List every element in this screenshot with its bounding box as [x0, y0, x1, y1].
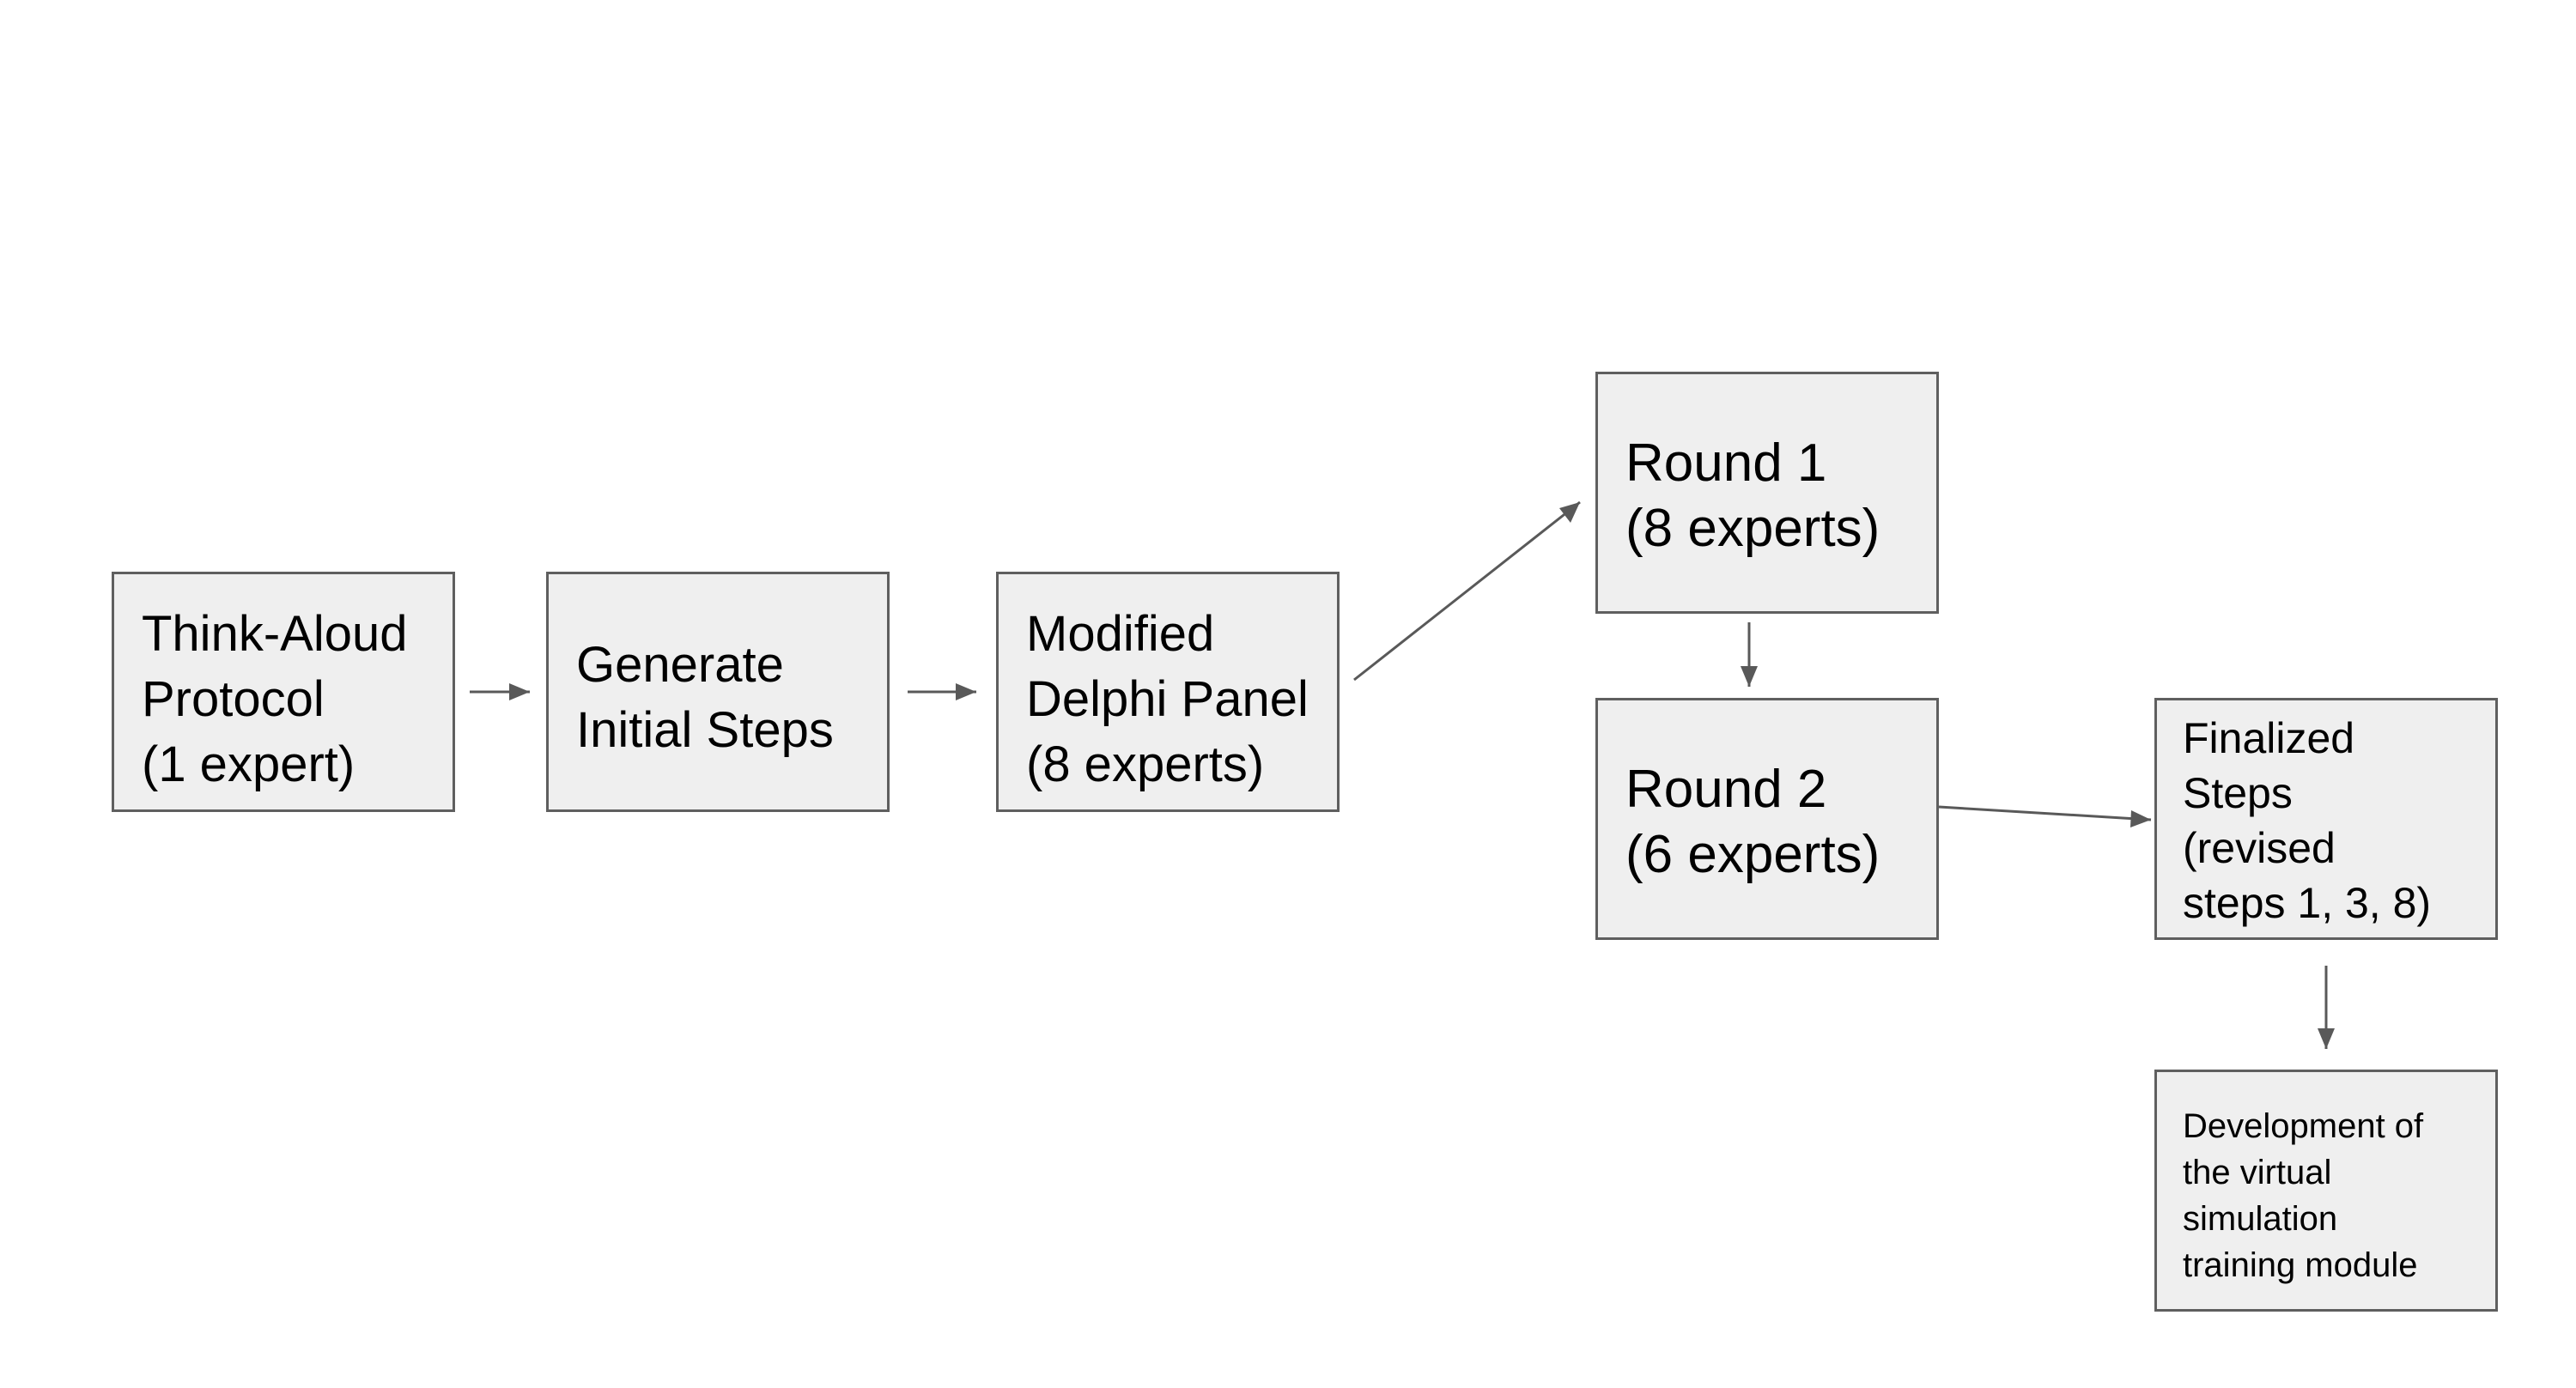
node-label-line: (8 experts) [1625, 499, 1880, 558]
node-modified-delphi-panel: Modified Delphi Panel (8 experts) [996, 572, 1340, 812]
node-think-aloud-protocol: Think-Aloud Protocol (1 expert) [112, 572, 455, 812]
node-label-line: Generate [576, 637, 784, 693]
arrowhead-round2-to-finalized [2130, 810, 2151, 827]
node-label-line: Initial Steps [576, 702, 834, 758]
node-label-line: Delphi Panel [1026, 671, 1309, 727]
node-label-line: Steps [2183, 769, 2293, 817]
node-label-line: steps 1, 3, 8) [2183, 879, 2432, 927]
node-label-line: (8 experts) [1026, 736, 1265, 792]
node-label-line: the virtual [2183, 1154, 2332, 1191]
node-label-line: (6 experts) [1625, 825, 1880, 884]
node-label-line: training module [2183, 1246, 2418, 1284]
node-label-line: Round 1 [1625, 433, 1827, 493]
arrowhead-delphi-to-round1 [1559, 502, 1580, 523]
arrow-round2-to-finalized [1938, 805, 2152, 821]
node-finalized-steps: Finalized Steps (revised steps 1, 3, 8) [2154, 698, 2498, 940]
node-round-1: Round 1 (8 experts) [1595, 372, 1939, 614]
node-label-line: (revised [2183, 824, 2336, 872]
node-label-line: Think-Aloud [142, 606, 408, 662]
node-round-2: Round 2 (6 experts) [1595, 698, 1939, 940]
node-label-line: Development of [2183, 1107, 2424, 1145]
arrowhead-generate-to-delphi [956, 683, 976, 700]
arrowhead-think-aloud-to-generate [509, 683, 530, 700]
node-label-line: Protocol [142, 671, 325, 727]
arrowhead-finalized-to-development [2318, 1028, 2335, 1049]
arrow-delphi-to-round1 [1353, 500, 1581, 682]
node-label-line: Finalized [2183, 714, 2355, 762]
arrowhead-round1-to-round2 [1741, 666, 1758, 687]
node-development-training-module: Development of the virtual simulation tr… [2154, 1070, 2498, 1312]
node-label-line: (1 expert) [142, 736, 355, 792]
node-label-line: simulation [2183, 1200, 2338, 1238]
node-label-line: Round 2 [1625, 760, 1827, 819]
node-generate-initial-steps: Generate Initial Steps [546, 572, 890, 812]
node-label-line: Modified [1026, 606, 1215, 662]
